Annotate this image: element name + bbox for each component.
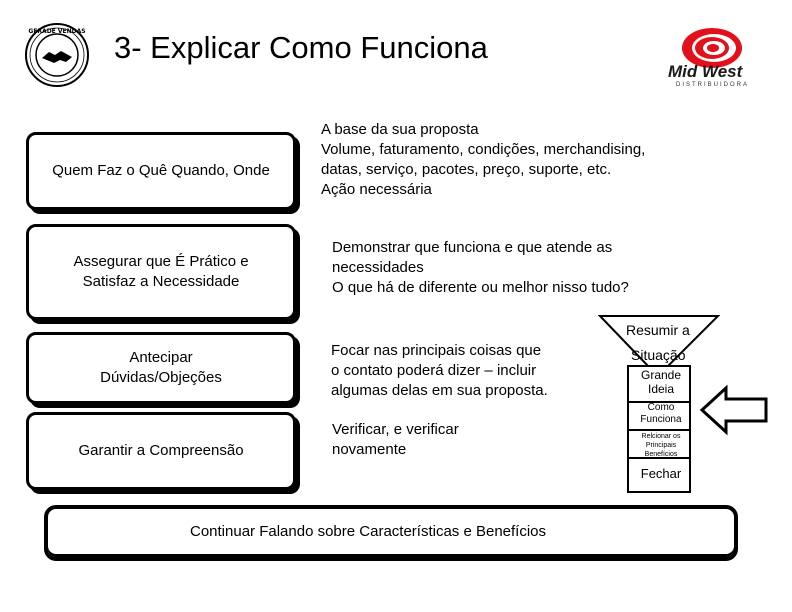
description-line: Verificar, e verificar xyxy=(332,421,459,438)
description-1: A base da sua proposta Volume, faturamen… xyxy=(321,120,645,200)
step-box-2: Assegurar que É Prático e Satisfaz a Nec… xyxy=(26,224,296,320)
description-line: Focar nas principais coisas que xyxy=(331,342,542,359)
step-label-line: Antecipar xyxy=(129,349,193,366)
brand-name: Mid West xyxy=(668,62,743,81)
funnel-line: Ideia xyxy=(647,382,675,396)
seal-text: GERADE VENDAS xyxy=(28,28,85,35)
brand-subtitle: DISTRIBUIDORA xyxy=(676,82,750,88)
description-line: Ação necessária xyxy=(321,181,432,198)
funnel-line: Grande xyxy=(640,368,682,382)
description-line: datas, serviço, pacotes, preço, suporte,… xyxy=(321,161,612,178)
description-line: novamente xyxy=(332,441,407,458)
funnel-idea-box xyxy=(627,365,691,403)
left-arrow-icon xyxy=(699,384,768,436)
funnel-how-text: Como Funciona xyxy=(628,402,694,426)
description-line: algumas delas em sua proposta. xyxy=(331,382,548,399)
step-label: Quem Faz o Quê Quando, Onde xyxy=(52,162,270,179)
funnel-close-box xyxy=(627,457,691,493)
funnel-line: Funciona xyxy=(640,414,682,425)
description-line: Volume, faturamento, condições, merchand… xyxy=(321,141,646,158)
page-title: 3- Explicar Como Funciona xyxy=(114,30,488,65)
funnel-line: Benefícios xyxy=(644,451,678,458)
description-line: O que há de diferente ou melhor nisso tu… xyxy=(332,279,629,296)
funnel-how-box xyxy=(627,401,691,431)
description-line: A base da sua proposta xyxy=(321,121,479,138)
description-4: Verificar, e verificar novamente xyxy=(332,420,459,460)
description-line: o contato poderá dizer – incluir xyxy=(331,362,537,379)
step-label-line: Dúvidas/Objeções xyxy=(100,369,222,386)
funnel-top-text: Resumir a xyxy=(626,322,690,338)
step-box-1: Quem Faz o Quê Quando, Onde xyxy=(26,132,296,210)
step-box-4: Garantir a Compreensão xyxy=(26,412,296,490)
funnel-idea-text: Grande Ideia xyxy=(630,368,692,396)
funnel-second-text: Situação xyxy=(631,347,686,363)
mid-west-logo xyxy=(682,28,742,68)
spiral-icon xyxy=(682,28,742,68)
footer-text: Continuar Falando sobre Características … xyxy=(190,523,547,540)
footer-box xyxy=(44,505,738,561)
description-line: necessidades xyxy=(332,259,424,276)
funnel-diagram xyxy=(598,315,720,493)
step-label: Garantir a Compreensão xyxy=(78,442,244,459)
funnel-line: Como xyxy=(647,402,675,413)
step-box-3: Antecipar Dúvidas/Objeções xyxy=(26,332,296,404)
funnel-line: Relcionar os xyxy=(641,433,681,440)
handshake-icon xyxy=(42,51,72,63)
step-label-line: Assegurar que É Prático e xyxy=(73,253,249,270)
description-line: Demonstrar que funciona e que atende as xyxy=(332,239,613,256)
step-label-line: Satisfaz a Necessidade xyxy=(82,273,240,290)
funnel-benefits-text: Relcionar os Principais Benefícios xyxy=(628,432,694,459)
funnel-close-text: Fechar xyxy=(640,466,682,481)
funnel-line: Principais xyxy=(645,442,677,449)
seal-logo: GERADE VENDAS xyxy=(25,23,89,87)
description-2: Demonstrar que funciona e que atende as … xyxy=(332,238,629,298)
description-3: Focar nas principais coisas que o contat… xyxy=(331,341,548,401)
funnel-benefits-box xyxy=(627,429,691,459)
